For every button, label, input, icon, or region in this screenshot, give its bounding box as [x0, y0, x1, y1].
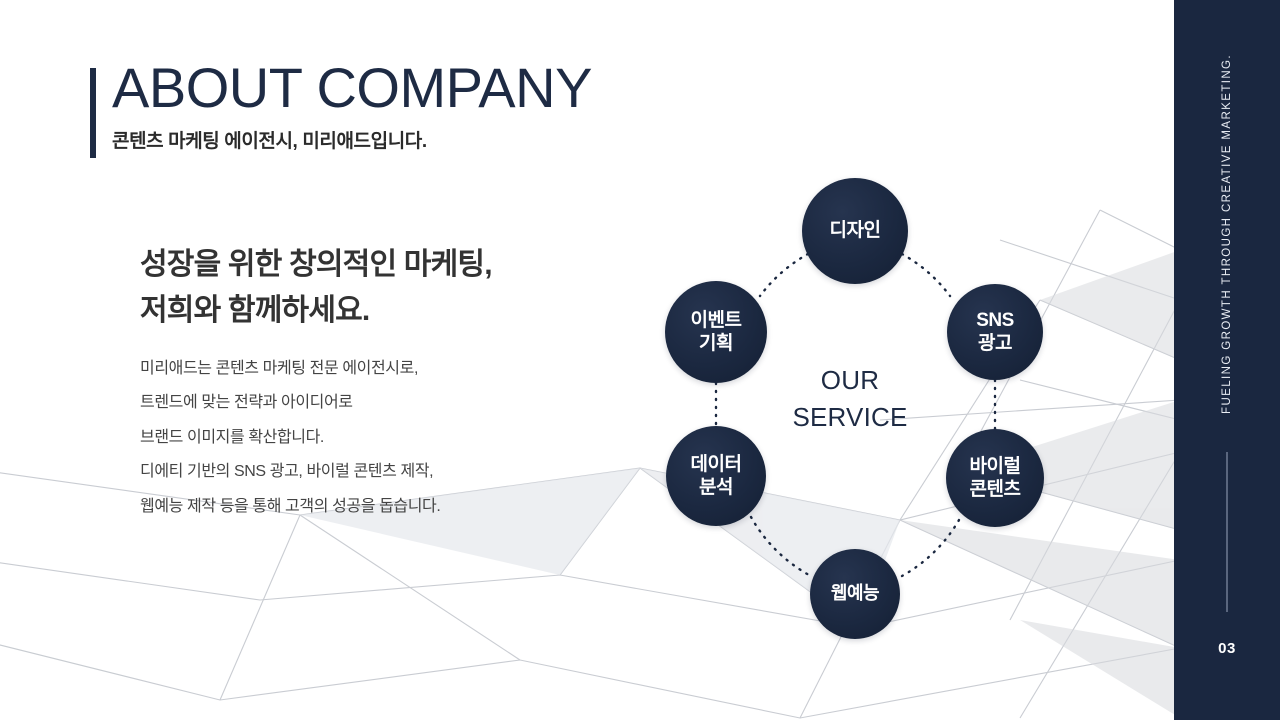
service-node-label: 광고 [978, 333, 1012, 354]
service-node-viral[interactable]: 바이럴 콘텐츠 [946, 429, 1044, 527]
service-circle-diagram: OUR SERVICE 디자인 SNS 광고 바이럴 콘텐츠 웹예능 데이터 분… [620, 150, 1080, 670]
sidebar-divider [1226, 452, 1228, 612]
service-node-sns[interactable]: SNS 광고 [947, 284, 1043, 380]
service-node-label: 디자인 [829, 220, 881, 242]
service-node-label: 바이럴 [969, 455, 1021, 477]
service-node-label: 콘텐츠 [969, 479, 1021, 500]
service-node-label: 분석 [699, 477, 733, 498]
headline-line-1: 성장을 위한 창의적인 마케팅, [140, 248, 493, 281]
service-node-label: SNS [976, 309, 1014, 331]
service-node-event-planning[interactable]: 이벤트 기획 [665, 281, 767, 383]
service-node-web-entertainment[interactable]: 웹예능 [810, 549, 900, 639]
right-sidebar: FUELING GROWTH THROUGH CREATIVE MARKETIN… [1174, 0, 1280, 720]
headline-line-2: 저희와 함께하세요. [140, 293, 370, 327]
page-number: 03 [1218, 640, 1236, 657]
page-title: ABOUT COMPANY [112, 56, 592, 119]
body-line: 웹예능 제작 등을 통해 고객의 성공을 돕습니다. [140, 497, 441, 515]
page-subtitle: 콘텐츠 마케팅 에이전시, 미리애드입니다. [112, 131, 427, 152]
center-label-line-1: OUR [820, 365, 880, 395]
diagram-center-label: OUR SERVICE [620, 362, 1080, 436]
body-paragraph: 미리애드는 콘텐츠 마케팅 전문 에이전시로, 트렌드에 맞는 전략과 아이디어… [140, 352, 441, 524]
body-line: 트렌드에 맞는 전략과 아이디어로 [140, 394, 353, 412]
service-node-label: 기획 [699, 333, 733, 354]
body-line: 브랜드 이미지를 확산합니다. [140, 428, 324, 446]
service-node-label: 이벤트 [690, 309, 742, 331]
body-line: 디에티 기반의 SNS 광고, 바이럴 콘텐츠 제작, [140, 463, 434, 481]
service-node-label: 웹예능 [830, 583, 880, 604]
body-line: 미리애드는 콘텐츠 마케팅 전문 에이전시로, [140, 360, 418, 377]
sidebar-tagline: FUELING GROWTH THROUGH CREATIVE MARKETIN… [1221, 54, 1233, 414]
service-node-label: 데이터 [690, 453, 742, 475]
center-label-line-2: SERVICE [792, 401, 908, 432]
headline: 성장을 위한 창의적인 마케팅, 저희와 함께하세요. [140, 242, 493, 333]
service-node-data-analysis[interactable]: 데이터 분석 [666, 426, 766, 526]
service-node-design[interactable]: 디자인 [802, 178, 908, 284]
diagram-connector-lines [714, 252, 997, 578]
title-accent-bar [90, 68, 96, 158]
